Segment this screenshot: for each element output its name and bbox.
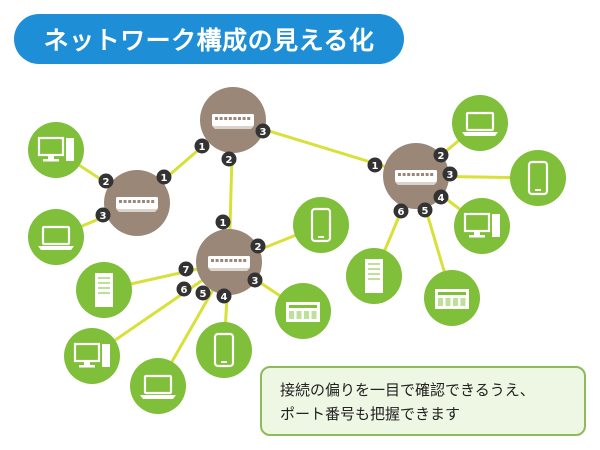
device-node: [346, 248, 402, 304]
device-node: [196, 322, 252, 378]
port-number-label: 4: [221, 292, 228, 303]
network-switch-icon: [116, 197, 158, 212]
port-number-badge: 2: [98, 173, 114, 189]
port-number-label: 2: [438, 151, 445, 162]
port-number-badge: 7: [178, 261, 194, 277]
port-number-label: 3: [447, 170, 454, 181]
port-number-badge: 3: [255, 123, 271, 139]
laptop-icon: [140, 374, 176, 399]
port-number-badge: 5: [195, 285, 211, 301]
desktop-pc-icon: [463, 212, 500, 238]
smartphone-icon: [213, 332, 235, 368]
device-node: [64, 328, 120, 384]
port-number-label: 5: [200, 289, 207, 300]
tower-server-icon: [365, 259, 383, 293]
switch-node: [104, 170, 170, 236]
smartphone-icon: [527, 160, 549, 196]
page-title: ネットワーク構成の見える化: [14, 14, 404, 64]
note-line-1: 接続の偏りを一目で確認できるうえ、: [280, 381, 535, 399]
device-node: [28, 122, 84, 178]
device-node: [293, 197, 349, 253]
device-circle: [130, 358, 186, 414]
port-number-label: 2: [103, 177, 110, 188]
tablet-icon: [310, 207, 332, 243]
nas-icon: [286, 302, 320, 322]
port-number-label: 2: [226, 155, 233, 166]
device-circle: [28, 209, 84, 265]
port-number-badge: 5: [417, 202, 433, 218]
device-node: [424, 270, 480, 326]
switch-node: [383, 143, 449, 209]
port-number-label: 1: [372, 161, 379, 172]
page-title-text: ネットワーク構成の見える化: [43, 26, 375, 55]
port-number-badge: 1: [156, 169, 172, 185]
port-number-badge: 6: [176, 281, 192, 297]
network-switch-icon: [395, 170, 437, 185]
port-number-label: 1: [199, 142, 206, 153]
port-number-badge: 6: [393, 203, 409, 219]
device-circle: [28, 122, 84, 178]
port-number-label: 3: [260, 127, 267, 138]
device-node: [76, 262, 132, 318]
network-switch-icon: [212, 114, 254, 129]
port-number-label: 1: [161, 173, 168, 184]
port-number-label: 1: [220, 218, 227, 229]
device-node: [28, 209, 84, 265]
note-box: 接続の偏りを一目で確認できるうえ、 ポート番号も把握できます: [260, 366, 586, 436]
network-switch-icon: [208, 256, 250, 271]
port-number-label: 5: [422, 206, 429, 217]
laptop-icon: [462, 111, 498, 136]
port-number-badge: 3: [95, 207, 111, 223]
desktop-pc-icon: [73, 342, 110, 368]
port-number-badge: 3: [442, 166, 458, 182]
port-number-badge: 1: [367, 157, 383, 173]
port-number-badge: 4: [216, 288, 232, 304]
port-number-badge: 2: [433, 147, 449, 163]
desktop-pc-icon: [37, 136, 74, 162]
device-circle: [454, 198, 510, 254]
port-number-badge: 2: [221, 151, 237, 167]
port-number-label: 4: [438, 193, 445, 204]
port-number-label: 6: [398, 207, 405, 218]
switch-node: [196, 229, 262, 295]
device-node: [510, 150, 566, 206]
laptop-icon: [38, 225, 74, 250]
port-number-label: 2: [255, 242, 262, 253]
port-number-label: 6: [181, 285, 188, 296]
device-node: [275, 283, 331, 339]
tower-server-icon: [95, 273, 113, 307]
port-number-badge: 1: [194, 138, 210, 154]
note-line-2: ポート番号も把握できます: [280, 405, 461, 423]
device-circle: [293, 197, 349, 253]
device-node: [454, 198, 510, 254]
device-node: [452, 95, 508, 151]
nas-icon: [435, 289, 469, 309]
port-number-badge: 4: [433, 189, 449, 205]
port-number-badge: 3: [247, 272, 263, 288]
device-circle: [196, 322, 252, 378]
device-circle: [510, 150, 566, 206]
device-circle: [452, 95, 508, 151]
port-number-label: 7: [183, 265, 190, 276]
port-number-label: 3: [100, 211, 107, 222]
device-node: [130, 358, 186, 414]
port-number-label: 3: [252, 276, 259, 287]
switch-node: [200, 87, 266, 153]
port-number-badge: 2: [250, 238, 266, 254]
device-circle: [64, 328, 120, 384]
port-number-badge: 1: [215, 214, 231, 230]
